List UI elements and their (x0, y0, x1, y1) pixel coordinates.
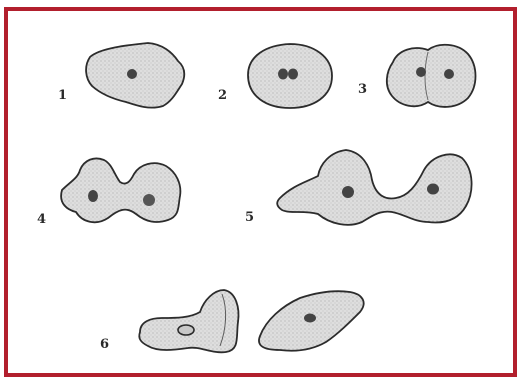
stage-3-cell (387, 45, 476, 107)
stage-6-nucleus-left (178, 325, 194, 335)
stage-4-nucleus-right (143, 194, 155, 206)
stage-1-nucleus (127, 69, 137, 79)
stage-2-nucleus-right (288, 69, 298, 80)
stage-4-nucleus-left (88, 190, 98, 202)
stage-3-nucleus-left (416, 67, 426, 77)
stage-5-nucleus-right (427, 184, 439, 195)
stage-2-nucleus-left (278, 69, 288, 80)
stage-label-3: 3 (358, 82, 367, 97)
stage-6-nucleus-right (304, 314, 316, 323)
stage-label-4: 4 (37, 212, 46, 227)
stage-2-amoeba (248, 44, 332, 108)
stage-3-amoeba (387, 45, 476, 107)
stage-label-2: 2 (218, 88, 227, 103)
stage-label-6: 6 (100, 337, 109, 352)
stage-5-nucleus-left (342, 186, 354, 198)
stage-label-5: 5 (245, 210, 254, 225)
stage-label-1: 1 (58, 88, 67, 103)
stage-3-nucleus-right (444, 69, 454, 79)
